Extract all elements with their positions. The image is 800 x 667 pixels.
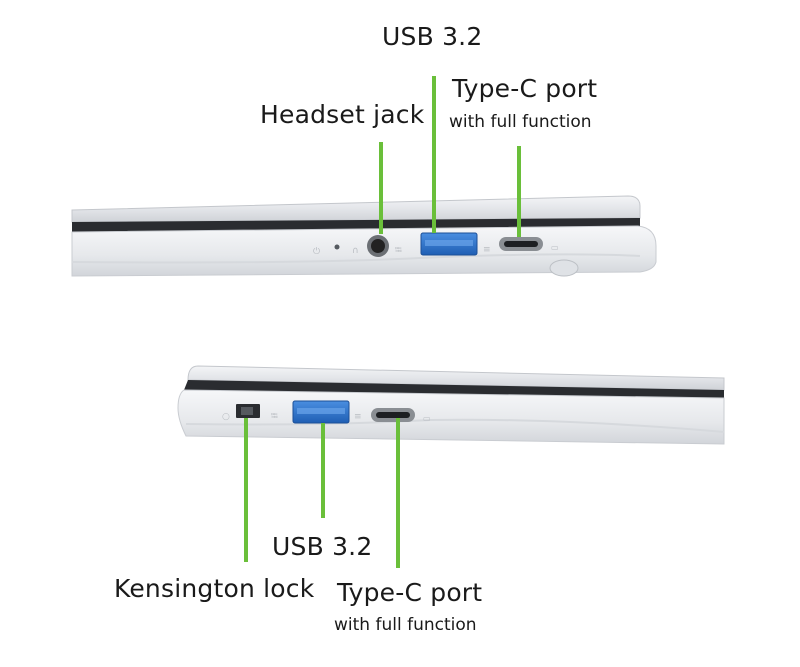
- base-contour: [185, 418, 725, 433]
- laptop-left-side: ○ ⭾ ≡ ▭: [177, 365, 725, 445]
- headset-jack-hole: [371, 239, 385, 253]
- usb-speed-icon: ≡: [354, 412, 362, 422]
- label-usb-3-2-bottom: USB 3.2: [272, 532, 373, 561]
- lid-top: [71, 195, 641, 223]
- power-led-icon: ⏻: [313, 246, 320, 257]
- lid-gap: [72, 218, 640, 232]
- label-typec-port-top: Type-C port: [452, 74, 598, 103]
- label-kensington-lock: Kensington lock: [114, 574, 315, 603]
- label-typec-sub-top: with full function: [449, 112, 592, 132]
- status-led-icon: [334, 244, 340, 250]
- label-usb-3-2-top: USB 3.2: [382, 22, 483, 51]
- usb-glyph-icon: ⭾: [395, 246, 402, 256]
- typec-glyph-icon: ▭: [551, 243, 559, 252]
- callout-lines: [244, 76, 521, 568]
- laptop-right-side: ⏻ ∩ ⭾ ≡ ▭: [71, 195, 657, 277]
- label-headset-jack: Headset jack: [260, 100, 425, 129]
- base-contour: [71, 253, 641, 264]
- lid-gap: [184, 380, 724, 398]
- typec-glyph-icon: ▭: [423, 414, 431, 423]
- usb-speed-icon: ≡: [483, 245, 491, 255]
- usb-glyph-icon: ⭾: [271, 412, 278, 422]
- headset-glyph-icon: ∩: [352, 246, 359, 256]
- rubber-foot: [549, 259, 579, 277]
- lock-glyph-icon: ○: [222, 412, 230, 422]
- label-typec-port-bottom: Type-C port: [337, 578, 483, 607]
- label-typec-sub-bottom: with full function: [334, 615, 477, 635]
